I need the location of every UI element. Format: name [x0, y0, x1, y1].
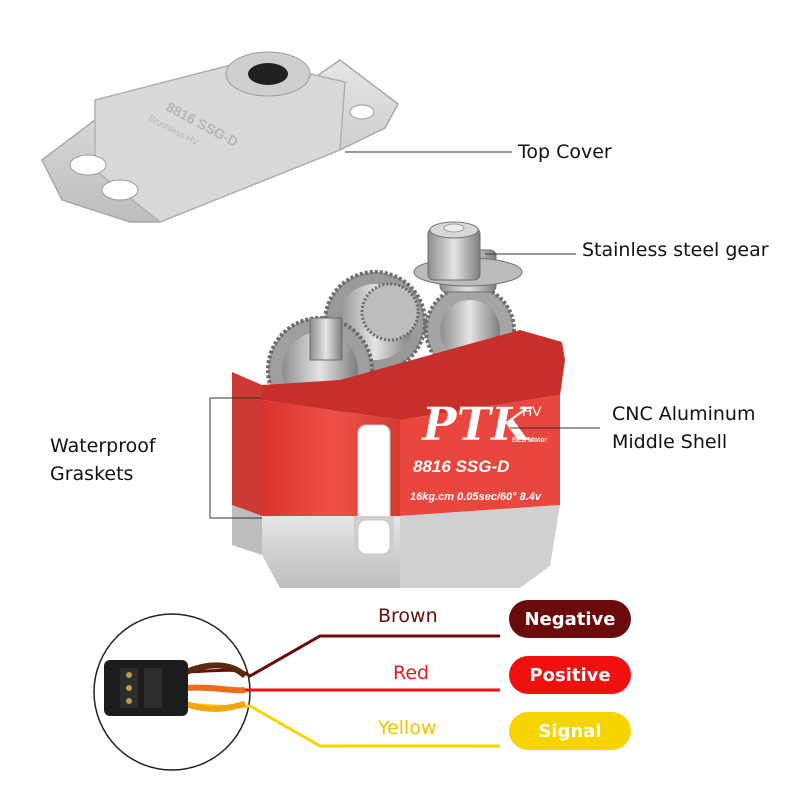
callout-gaskets: Waterproof Graskets	[50, 432, 156, 488]
negative-badge: Negative	[509, 600, 631, 638]
model-marking: 8816 SSG-D	[413, 457, 509, 476]
callout-leaders	[209, 151, 600, 519]
spec-marking: 16kg.cm 0.05sec/60° 8.4v	[410, 491, 542, 503]
hv-mark: HV	[522, 403, 542, 419]
callout-gaskets-line1: Waterproof	[50, 435, 156, 457]
signal-badge: Signal	[509, 712, 631, 750]
callout-shell-line1: CNC Aluminum	[612, 403, 756, 425]
callout-gaskets-line2: Graskets	[50, 463, 134, 485]
brand-logo: PTK	[420, 397, 533, 451]
connector-inset	[93, 613, 500, 771]
callout-shell-line2: Middle Shell	[612, 431, 728, 453]
bottom-case-image	[232, 505, 560, 588]
callout-shell: CNC Aluminum Middle Shell	[612, 400, 755, 456]
wire-brown-label: Brown	[378, 605, 438, 627]
middle-shell-image: PTK HV 8816 SSG-D BLS Motor 16kg.cm 0.05…	[232, 330, 565, 554]
callout-top-cover: Top Cover	[518, 141, 612, 163]
wire-yellow-label: Yellow	[378, 717, 437, 739]
callout-gear: Stainless steel gear	[582, 239, 769, 261]
top-cover-image: 8816 SSG-D Brushless HV	[41, 51, 399, 223]
wire-red-label: Red	[393, 662, 430, 684]
positive-badge: Positive	[509, 656, 631, 694]
motor-marking: BLS Motor	[512, 437, 548, 444]
